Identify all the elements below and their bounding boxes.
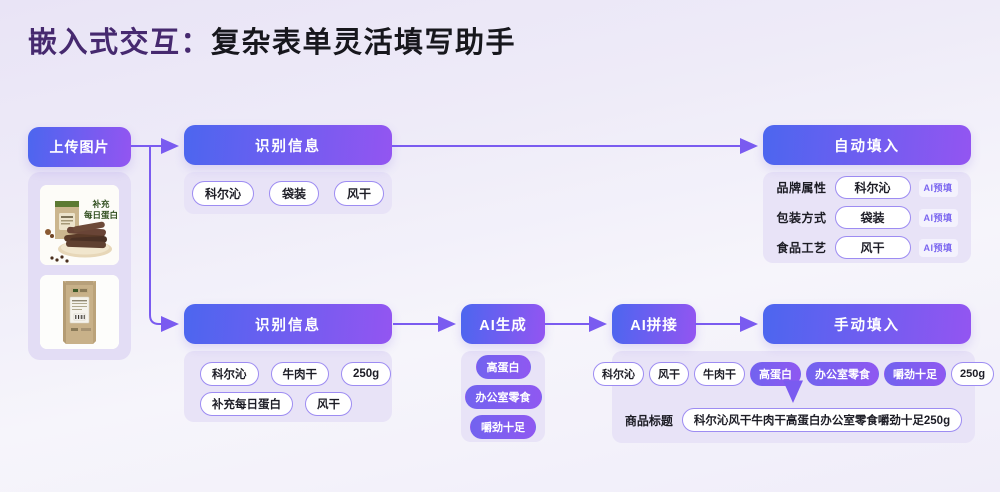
product-photo-front: 补充 每日蛋白 <box>40 185 119 265</box>
ai-generated-tags-panel: 高蛋白办公室零食嚼劲十足 <box>461 351 545 442</box>
ai-splice-box[interactable]: AI拼接 <box>612 304 696 344</box>
kraft-bag-back-illustration <box>40 275 119 349</box>
ai-generate-box[interactable]: AI生成 <box>461 304 545 344</box>
form-field-label: 品牌属性 <box>776 181 827 195</box>
result-tag-pill: 嚼劲十足 <box>883 362 946 386</box>
manual-fill-box[interactable]: 手动填入 <box>763 304 971 344</box>
recognize-info-top-box[interactable]: 识别信息 <box>184 125 392 165</box>
tag-pill: 科尔沁 <box>191 180 254 206</box>
recognized-tags-row1: 科尔沁牛肉干 250g <box>200 362 392 386</box>
recognize-info-bottom-box[interactable]: 识别信息 <box>184 304 392 344</box>
form-field-row: 品牌属性科尔沁 AI预填 <box>763 176 971 199</box>
upload-image-button[interactable]: 上传图片 <box>28 127 131 167</box>
result-tag-pill: 科尔沁 <box>592 362 644 386</box>
tag-pill: 补充每日蛋白 <box>200 392 293 416</box>
recognized-tags-panel-bottom: 科尔沁牛肉干 250g 补充每日蛋白风干 <box>184 351 392 422</box>
ai-prefill-badge: AI预填 <box>918 238 958 257</box>
form-field-value[interactable]: 科尔沁 <box>834 176 911 199</box>
product-title-label: 商品标题 <box>624 413 673 428</box>
form-field-value[interactable]: 袋装 <box>834 206 911 229</box>
page-title-main: 复杂表单灵活填写助手 <box>211 27 517 59</box>
tag-pill: 风干 <box>305 392 352 416</box>
product-photo-back <box>40 275 119 349</box>
tag-pill: 科尔沁 <box>200 362 259 386</box>
recognized-tags-row2: 补充每日蛋白风干 <box>200 392 352 416</box>
result-tag-pill: 风干 <box>648 362 689 386</box>
product-claim-line2: 每日蛋白 <box>84 210 118 220</box>
form-field-value[interactable]: 风干 <box>834 236 911 259</box>
form-field-row: 包装方式袋装 AI预填 <box>763 206 971 229</box>
product-title-row: 商品标题 科尔沁风干牛肉干高蛋白办公室零食嚼劲十足250g <box>612 408 975 432</box>
page-title: 嵌入式交互：复杂表单灵活填写助手 <box>28 24 516 62</box>
product-claim-line1: 补充 <box>91 199 110 209</box>
ai-prefill-badge: AI预填 <box>918 208 958 227</box>
tag-pill: 风干 <box>334 180 385 206</box>
form-field-label: 食品工艺 <box>776 241 827 255</box>
ai-prefill-badge: AI预填 <box>918 178 958 197</box>
beef-jerky-photo-illustration: 补充 每日蛋白 <box>40 185 119 265</box>
form-field-row: 食品工艺风干 AI预填 <box>763 236 971 259</box>
form-field-label: 包装方式 <box>776 211 827 225</box>
result-tag-pill: 牛肉干 <box>693 362 745 386</box>
tag-pill: 牛肉干 <box>270 362 329 386</box>
product-title-value[interactable]: 科尔沁风干牛肉干高蛋白办公室零食嚼劲十足250g <box>681 408 963 432</box>
generated-tag-pill: 高蛋白 <box>475 354 531 379</box>
tag-pill: 250g <box>341 362 392 386</box>
tag-pill: 袋装 <box>268 180 319 206</box>
generated-tag-pill: 嚼劲十足 <box>470 414 536 439</box>
auto-fill-box[interactable]: 自动填入 <box>763 125 971 165</box>
product-image-card: 补充 每日蛋白 <box>28 172 131 360</box>
page-title-prefix: 嵌入式交互： <box>28 27 212 59</box>
result-tag-pill: 高蛋白 <box>749 362 801 386</box>
generated-tag-pill: 办公室零食 <box>464 384 542 409</box>
result-tag-pill: 250g <box>950 362 995 386</box>
result-tag-pill: 办公室零食 <box>805 362 879 386</box>
recognized-tags-panel-top: 科尔沁袋装风干 <box>184 172 392 214</box>
